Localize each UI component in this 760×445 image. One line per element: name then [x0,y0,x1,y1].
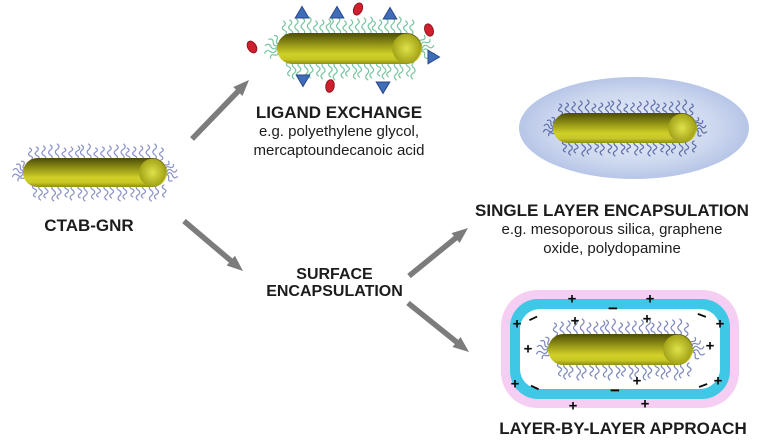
positive-charge: + [643,310,652,327]
ctab-surfactant-waves [11,143,179,202]
nanorod-end-cap [663,334,692,365]
single-layer-title: SINGLE LAYER ENCAPSULATION [475,201,749,220]
nanorod-end-cap [139,158,166,187]
ligand-triangle [427,49,441,65]
gold-nanorod [277,33,422,64]
positive-charge: + [569,397,578,414]
single-layer-caption: SINGLE LAYER ENCAPSULATION e.g. mesoporo… [462,201,760,258]
single-layer-example-line1: e.g. mesoporous silica, graphene [501,221,723,238]
ligand-exchange-example-line1: e.g. polyethylene glycol, [258,123,420,140]
ligand-molecule-oval [246,40,258,54]
ctab-gnr-label: CTAB-GNR [44,216,134,235]
negative-charge: − [610,381,620,400]
positive-charge: + [511,375,520,392]
layer-by-layer-label: LAYER-BY-LAYER APPROACH [499,419,747,438]
gold-nanorod [548,334,693,365]
single-layer-encapsulation-illustration [519,77,749,179]
gold-nanorod [23,158,167,187]
ligand-exchange-example-line2: mercaptoundecanoic acid [253,142,425,159]
arrow-surface-to-layer-by-layer [406,300,469,352]
positive-charge: + [641,395,650,412]
positive-charge: + [633,372,642,389]
positive-charge: + [568,290,577,307]
positive-charge: + [524,340,533,357]
ligand-triangle [295,74,311,88]
ligand-exchange-illustration [246,2,441,95]
layer-by-layer-illustration: +++++++++++++−−−−−− [501,290,739,414]
single-layer-example-line2: oxide, polydopamine [543,240,681,257]
positive-charge: + [706,337,715,354]
ligand-exchange-caption: LIGAND EXCHANGE e.g. polyethylene glycol… [222,103,456,160]
positive-charge: + [714,372,723,389]
nanorod-end-cap [392,33,421,64]
gold-nanorod [553,113,697,143]
surface-encapsulation-caption: SURFACE ENCAPSULATION [252,266,417,300]
surface-encapsulation-line1: SURFACE [296,266,373,283]
arrow-surface-to-single-layer [407,228,468,279]
ligand-molecule-oval [325,79,335,93]
positive-charge: + [646,290,655,307]
negative-charge: − [608,299,618,318]
nanorod-end-cap [668,113,696,143]
positive-charge: + [571,312,580,329]
arrow-ctab-to-ligand-exchange [190,80,249,141]
ligand-triangle [294,5,310,19]
surface-encapsulation-line2: ENCAPSULATION [266,283,403,300]
positive-charge: + [716,315,725,332]
ctab-gnr-illustration [11,143,179,202]
ligand-triangle [329,5,345,19]
positive-charge: + [513,315,522,332]
ligand-triangle [382,6,398,20]
arrow-ctab-to-surface-encapsulation [182,218,243,271]
ligand-triangle [375,81,391,95]
ligand-exchange-title: LIGAND EXCHANGE [255,103,423,122]
ligand-molecule-oval [424,23,434,37]
ligand-molecule-oval [352,2,364,16]
